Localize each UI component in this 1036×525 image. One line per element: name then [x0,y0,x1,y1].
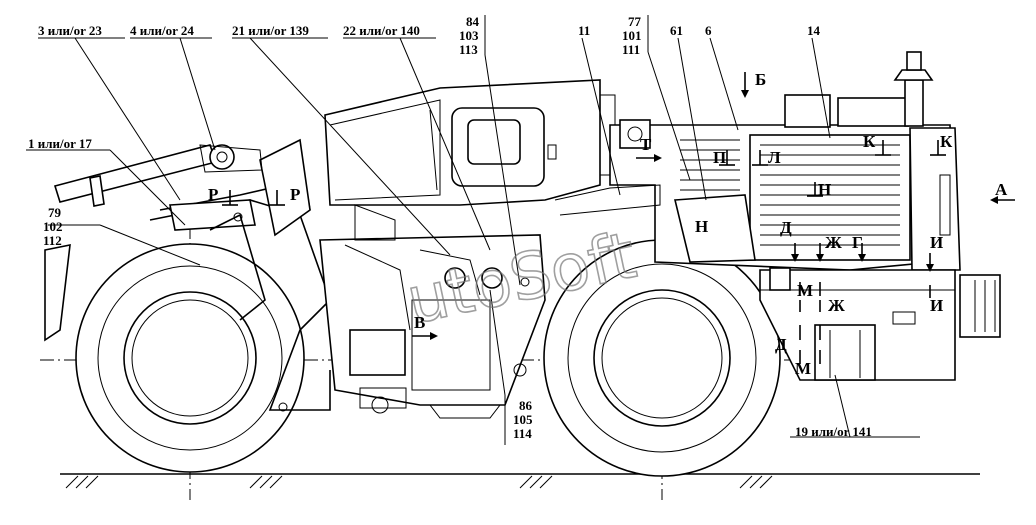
view-arrows [222,72,1015,364]
view-letter-labels: Б А В Т Р Р П Л К К Н Н Д Ж Г И М Ж И Д … [208,70,1008,378]
view-letter-t: Т [640,135,652,154]
view-letter-a: А [995,180,1008,199]
rear-frame [759,267,1001,381]
view-letter-d-upper: Д [780,218,792,237]
view-letter-v: В [414,313,425,332]
callout-105: 105 [513,412,533,427]
callout-labels: 1 или/or 17 3 или/or 23 4 или/or 24 21 и… [28,14,872,441]
view-letter-r-left: Р [208,185,218,204]
callout-111: 111 [622,42,640,57]
callout-102: 102 [43,219,63,234]
front-frame [44,138,331,412]
view-letter-n-upper: Н [818,180,831,199]
callout-112: 112 [43,233,62,248]
callout-84: 84 [466,14,480,29]
callout-61: 61 [670,23,683,38]
callout-79: 79 [48,205,62,220]
view-letter-zh-lower: Ж [828,296,845,315]
view-letter-m-upper: М [797,281,813,300]
engine-hood [554,51,961,271]
callout-114: 114 [513,426,532,441]
callout-6: 6 [705,23,712,38]
view-letter-l: Л [768,148,781,167]
view-letter-m-lower: М [795,359,811,378]
view-letter-p: П [713,148,726,167]
center-body [319,204,546,419]
view-letter-b: Б [755,70,766,89]
view-letter-k-right: К [940,132,953,151]
rear-wheel [543,239,781,477]
view-letter-n-lower: Н [695,217,708,236]
cab [324,79,616,206]
callout-101: 101 [622,28,642,43]
callout-21: 21 или/or 139 [232,23,309,38]
view-letter-g: Г [852,233,863,252]
callout-77: 77 [628,14,642,29]
callout-1: 1 или/or 17 [28,136,92,151]
callout-22: 22 или/or 140 [343,23,420,38]
callout-3: 3 или/or 23 [38,23,102,38]
view-letter-i-lower: И [930,296,943,315]
view-letter-zh-upper: Ж [825,233,842,252]
view-letter-d-lower: Д [775,335,787,354]
front-wheel [75,243,305,473]
callout-19: 19 или/or 141 [795,424,872,439]
view-letter-i-upper: И [930,233,943,252]
callout-4: 4 или/or 24 [130,23,194,38]
view-letter-r-right: Р [290,185,300,204]
leader-lines [26,15,920,445]
ground [60,473,980,489]
callout-14: 14 [807,23,821,38]
callout-103: 103 [459,28,479,43]
callout-11: 11 [578,23,590,38]
callout-86: 86 [519,398,533,413]
callout-113: 113 [459,42,478,57]
view-letter-k-left: К [863,132,876,151]
